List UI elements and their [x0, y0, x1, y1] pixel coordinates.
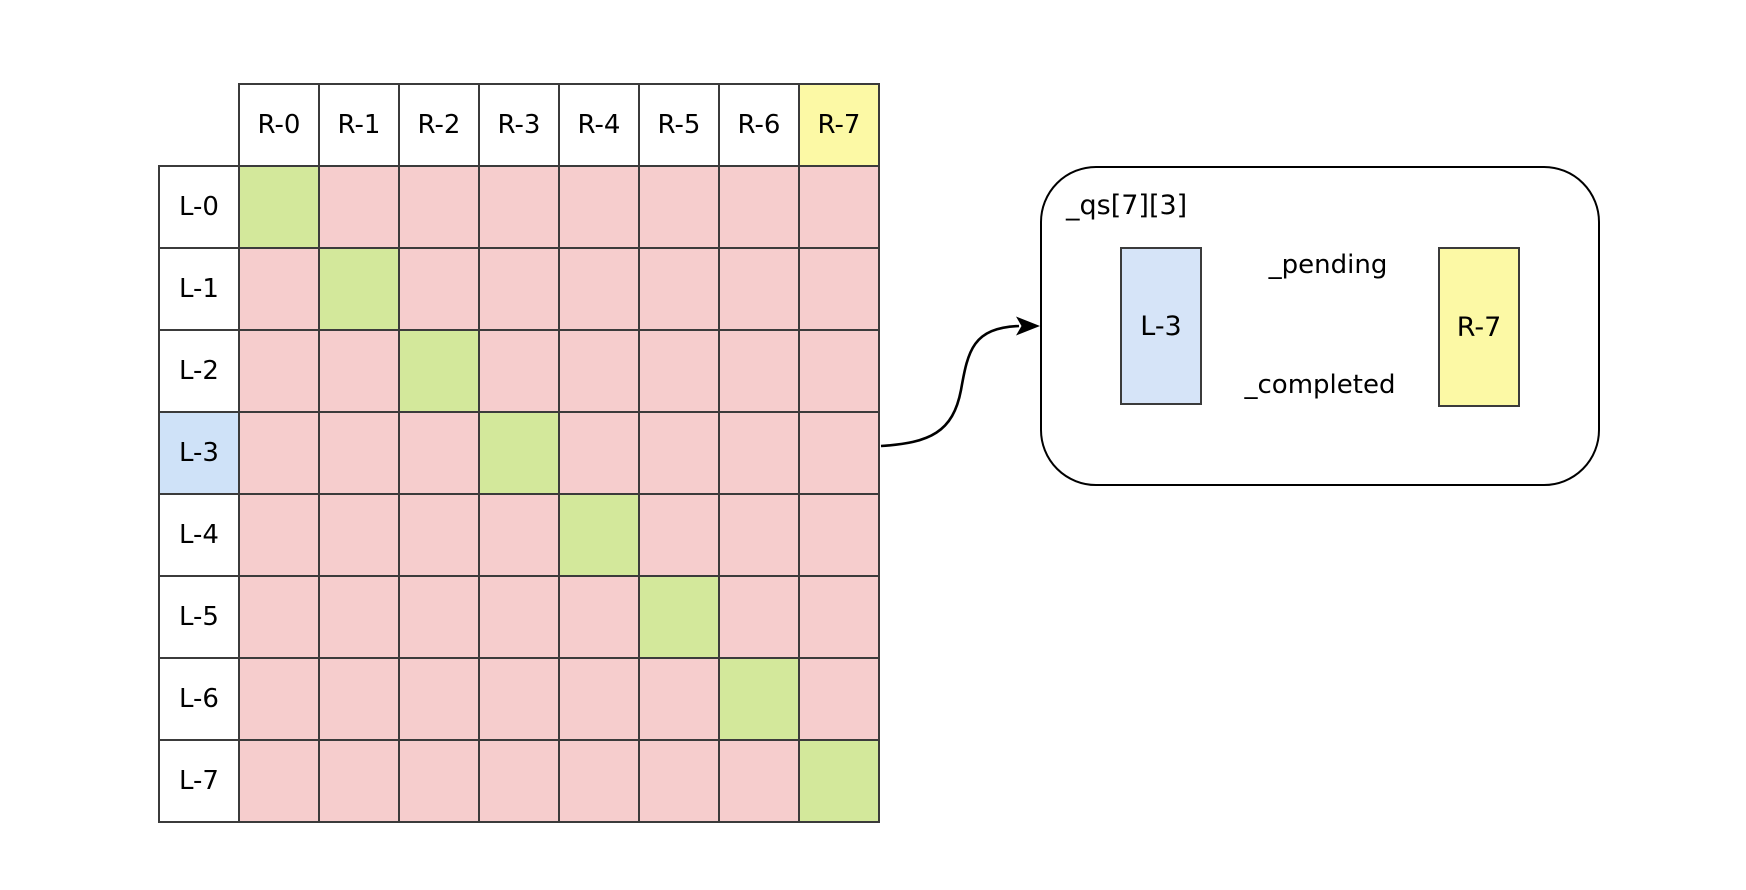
matrix-cell-L-4-R-2: [398, 493, 480, 577]
matrix-cell-L-0-R-6: [718, 165, 800, 249]
matrix-row-L-2: L-2: [158, 329, 880, 413]
matrix-cell-L-7-R-1: [318, 739, 400, 823]
matrix-cell-L-1-R-6: [718, 247, 800, 331]
matrix-cell-L-3-R-0: [238, 411, 320, 495]
matrix-cell-L-0-R-1: [318, 165, 400, 249]
detail-target-node: R-7: [1438, 247, 1520, 407]
col-header-R-2: R-2: [398, 83, 480, 167]
matrix-cell-L-4-R-4: [558, 493, 640, 577]
matrix-cell-L-4-R-5: [638, 493, 720, 577]
matrix-cell-L-3-R-1: [318, 411, 400, 495]
matrix-cell-L-0-R-4: [558, 165, 640, 249]
row-header-L-2: L-2: [158, 329, 240, 413]
matrix-cell-L-0-R-3: [478, 165, 560, 249]
matrix-cell-L-4-R-1: [318, 493, 400, 577]
matrix-cell-L-1-R-0: [238, 247, 320, 331]
matrix-cell-L-6-R-7: [798, 657, 880, 741]
matrix-cell-L-3-R-6: [718, 411, 800, 495]
matrix-cell-L-6-R-0: [238, 657, 320, 741]
matrix-cell-L-7-R-4: [558, 739, 640, 823]
matrix-cell-L-2-R-7: [798, 329, 880, 413]
matrix-cell-L-5-R-1: [318, 575, 400, 659]
col-header-R-4: R-4: [558, 83, 640, 167]
pending-arrow-label: _pending: [1268, 250, 1388, 280]
callout-connector-arrow: [880, 316, 1040, 448]
matrix-cell-L-3-R-5: [638, 411, 720, 495]
row-header-L-4: L-4: [158, 493, 240, 577]
matrix-cell-L-4-R-3: [478, 493, 560, 577]
matrix-cell-L-6-R-1: [318, 657, 400, 741]
matrix-row-L-5: L-5: [158, 575, 880, 659]
matrix-cell-L-5-R-7: [798, 575, 880, 659]
matrix-cell-L-2-R-2: [398, 329, 480, 413]
col-header-R-6: R-6: [718, 83, 800, 167]
matrix-cell-L-2-R-6: [718, 329, 800, 413]
matrix-cell-L-5-R-6: [718, 575, 800, 659]
detail-target-node-label: R-7: [1456, 311, 1502, 343]
matrix-cell-L-3-R-3: [478, 411, 560, 495]
matrix-cell-L-7-R-0: [238, 739, 320, 823]
detail-source-node-label: L-3: [1140, 310, 1182, 342]
col-header-R-3: R-3: [478, 83, 560, 167]
matrix-cell-L-2-R-5: [638, 329, 720, 413]
matrix-cell-L-6-R-5: [638, 657, 720, 741]
matrix-row-L-3: L-3: [158, 411, 880, 495]
matrix-cell-L-2-R-0: [238, 329, 320, 413]
matrix-cell-L-7-R-5: [638, 739, 720, 823]
matrix-row-L-0: L-0: [158, 165, 880, 249]
matrix-cell-L-5-R-3: [478, 575, 560, 659]
matrix-cell-L-4-R-7: [798, 493, 880, 577]
matrix-cell-L-6-R-4: [558, 657, 640, 741]
row-header-L-0: L-0: [158, 165, 240, 249]
matrix-cell-L-6-R-2: [398, 657, 480, 741]
matrix-cell-L-3-R-2: [398, 411, 480, 495]
col-header-R-1: R-1: [318, 83, 400, 167]
completed-arrow-label: _completed: [1244, 370, 1396, 400]
matrix-cell-L-1-R-4: [558, 247, 640, 331]
matrix-cell-L-7-R-6: [718, 739, 800, 823]
row-header-L-1: L-1: [158, 247, 240, 331]
matrix-cell-L-5-R-2: [398, 575, 480, 659]
matrix-cell-L-1-R-7: [798, 247, 880, 331]
col-header-R-0: R-0: [238, 83, 320, 167]
row-header-L-5: L-5: [158, 575, 240, 659]
matrix-cell-L-5-R-0: [238, 575, 320, 659]
matrix-cell-L-2-R-4: [558, 329, 640, 413]
matrix-cell-L-6-R-3: [478, 657, 560, 741]
row-header-L-3: L-3: [158, 411, 240, 495]
matrix-cell-L-5-R-4: [558, 575, 640, 659]
matrix-cell-L-1-R-3: [478, 247, 560, 331]
matrix-cell-L-7-R-7: [798, 739, 880, 823]
matrix-cell-L-1-R-2: [398, 247, 480, 331]
matrix-cell-L-1-R-5: [638, 247, 720, 331]
matrix-cell-L-0-R-2: [398, 165, 480, 249]
detail-panel-title: _qs[7][3]: [1066, 190, 1188, 221]
matrix-corner-spacer: [159, 84, 239, 166]
matrix-row-L-1: L-1: [158, 247, 880, 331]
col-header-R-5: R-5: [638, 83, 720, 167]
matrix-row-L-7: L-7: [158, 739, 880, 823]
row-header-L-6: L-6: [158, 657, 240, 741]
row-header-L-7: L-7: [158, 739, 240, 823]
matrix-cell-L-7-R-2: [398, 739, 480, 823]
matrix-cell-L-2-R-3: [478, 329, 560, 413]
matrix-cell-L-6-R-6: [718, 657, 800, 741]
matrix-row-L-6: L-6: [158, 657, 880, 741]
matrix-row-L-4: L-4: [158, 493, 880, 577]
matrix-cell-L-2-R-1: [318, 329, 400, 413]
matrix-cell-L-5-R-5: [638, 575, 720, 659]
matrix-cell-L-1-R-1: [318, 247, 400, 331]
matrix-cell-L-0-R-7: [798, 165, 880, 249]
matrix-cell-L-0-R-0: [238, 165, 320, 249]
matrix-cell-L-0-R-5: [638, 165, 720, 249]
matrix-cell-L-4-R-0: [238, 493, 320, 577]
matrix-cell-L-4-R-6: [718, 493, 800, 577]
matrix-cell-L-3-R-4: [558, 411, 640, 495]
matrix-cell-L-7-R-3: [478, 739, 560, 823]
matrix-cell-L-3-R-7: [798, 411, 880, 495]
detail-source-node: L-3: [1120, 247, 1202, 405]
col-header-R-7: R-7: [798, 83, 880, 167]
